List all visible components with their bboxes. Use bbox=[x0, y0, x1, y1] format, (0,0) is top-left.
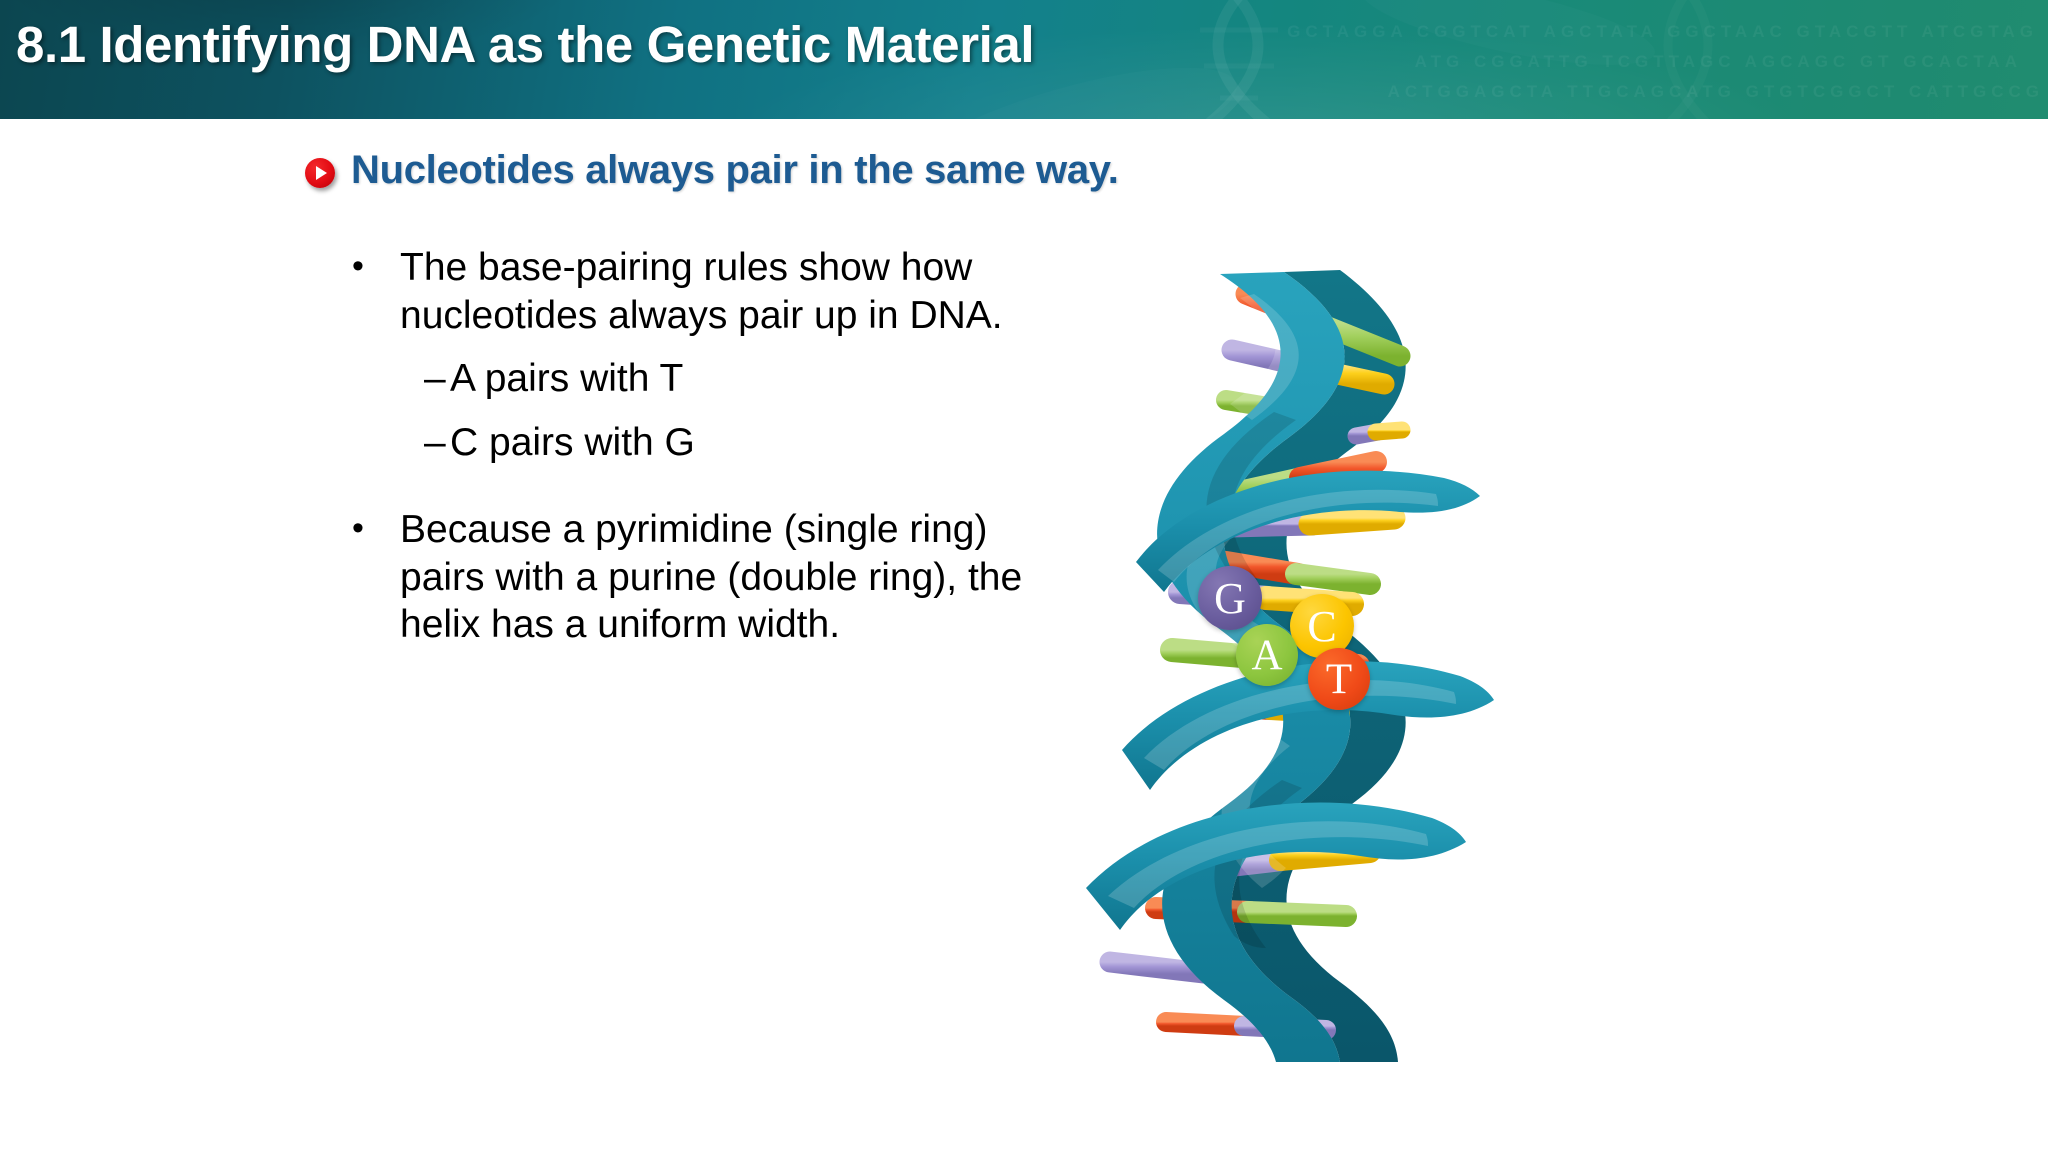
slide-header-banner: GCTAGGA CGGTCAT AGCTATA GGCTAAC GTACGTT … bbox=[0, 0, 2048, 119]
sub-bullet-marker: – bbox=[424, 357, 446, 401]
header-watermark-layer bbox=[0, 0, 2048, 119]
header-texture-row: ACTGGAGCTA TTGCAGCATG GTGTCGGCT CATTGCCG bbox=[1387, 82, 2044, 101]
header-sheen-overlay bbox=[0, 0, 2048, 119]
figure-bottom-crop bbox=[1040, 1062, 1560, 1072]
bullet-item: • Because a pyrimidine (single ring) pai… bbox=[352, 506, 1052, 649]
play-circle-icon bbox=[305, 157, 335, 188]
nucleotide-label-adenine: A bbox=[1236, 624, 1298, 686]
bullet-marker: • bbox=[352, 509, 364, 548]
slide-title: 8.1 Identifying DNA as the Genetic Mater… bbox=[16, 16, 1035, 73]
nucleotide-label-cytosine: C bbox=[1290, 594, 1354, 658]
sub-bullet-list: – A pairs with T – C pairs with G bbox=[352, 355, 1052, 466]
sub-bullet-item: – C pairs with G bbox=[424, 419, 1052, 467]
bullet-block: • The base-pairing rules show how nucleo… bbox=[352, 244, 1052, 466]
helix-front-crossing-bands bbox=[1086, 470, 1494, 930]
header-texture-row: ATG CGGATTG TCGTTAGC AGCAGC GT GCACTAA bbox=[1414, 52, 2022, 71]
bullet-block: • Because a pyrimidine (single ring) pai… bbox=[352, 506, 1052, 649]
sub-bullet-text: C pairs with G bbox=[450, 420, 695, 464]
header-texture-row: GCTAGGA CGGTCAT AGCTATA GGCTAAC GTACGTT … bbox=[1287, 22, 2038, 41]
bullet-text: The base-pairing rules show how nucleoti… bbox=[400, 246, 1003, 337]
bullet-text: Because a pyrimidine (single ring) pairs… bbox=[400, 508, 1023, 647]
dna-helix-watermark bbox=[1205, 0, 1271, 119]
dna-helix-graphic bbox=[1040, 270, 1560, 1072]
sub-bullet-marker: – bbox=[424, 420, 446, 464]
section-heading-label: Nucleotides always pair in the same way. bbox=[351, 148, 1119, 192]
dna-double-helix-illustration: G C A T bbox=[1040, 262, 1560, 1072]
base-pair-rung bbox=[1216, 390, 1272, 416]
sub-bullet-item: – A pairs with T bbox=[424, 355, 1052, 403]
bullet-item: • The base-pairing rules show how nucleo… bbox=[352, 244, 1052, 339]
bullet-marker: • bbox=[352, 247, 364, 285]
sub-bullet-text: A pairs with T bbox=[450, 357, 684, 401]
base-pair-rung bbox=[1347, 421, 1411, 445]
content-bullet-list: • The base-pairing rules show how nucleo… bbox=[352, 244, 1052, 649]
nucleotide-label-guanine: G bbox=[1198, 566, 1262, 630]
nucleotide-label-thymine: T bbox=[1308, 648, 1370, 710]
base-pair-rung bbox=[1215, 551, 1381, 595]
section-heading: Nucleotides always pair in the same way. bbox=[305, 148, 1119, 193]
